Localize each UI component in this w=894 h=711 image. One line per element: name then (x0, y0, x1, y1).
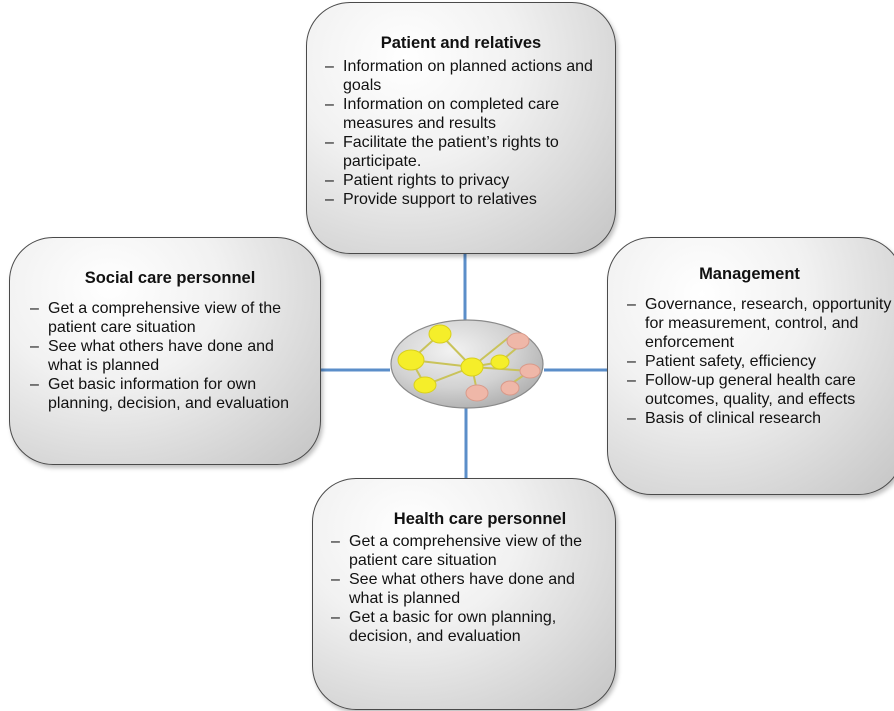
list-item: Get a basic for own planning, decision, … (331, 608, 601, 646)
list-item: See what others have done and what is pl… (30, 337, 310, 375)
box-title: Management (699, 265, 800, 283)
network-nodes-icon (390, 319, 544, 409)
list-item: Patient safety, efficiency (627, 352, 894, 371)
list-item: Provide support to relatives (325, 190, 597, 209)
social-care-personnel-box: Social care personnel Get a comprehensiv… (9, 237, 321, 465)
list-item: Basis of clinical research (627, 409, 894, 428)
management-box: Management Governance, research, opportu… (607, 237, 894, 495)
list-item: Information on planned actions and goals (325, 57, 597, 95)
box-title: Health care personnel (393, 510, 567, 528)
item-list: Information on planned actions and goals… (325, 57, 597, 209)
list-item: Facilitate the patient’s rights to parti… (325, 133, 597, 171)
list-item: Get basic information for own planning, … (30, 375, 310, 413)
list-item: Get a comprehensive view of the patient … (331, 532, 601, 570)
list-item: See what others have done and what is pl… (331, 570, 601, 608)
list-item: Patient rights to privacy (325, 171, 597, 190)
box-title: Social care personnel (84, 269, 256, 287)
item-list: Get a comprehensive view of the patient … (30, 299, 310, 413)
list-item: Follow-up general health care outcomes, … (627, 371, 894, 409)
item-list: Governance, research, opportunity for me… (627, 295, 894, 428)
item-list: Get a comprehensive view of the patient … (331, 532, 601, 646)
list-item: Get a comprehensive view of the patient … (30, 299, 310, 337)
list-item: Governance, research, opportunity for me… (627, 295, 894, 352)
patient-relatives-box: Patient and relatives Information on pla… (306, 2, 616, 254)
health-care-personnel-box: Health care personnel Get a comprehensiv… (312, 478, 616, 710)
list-item: Information on completed care measures a… (325, 95, 597, 133)
box-title: Patient and relatives (380, 34, 542, 52)
